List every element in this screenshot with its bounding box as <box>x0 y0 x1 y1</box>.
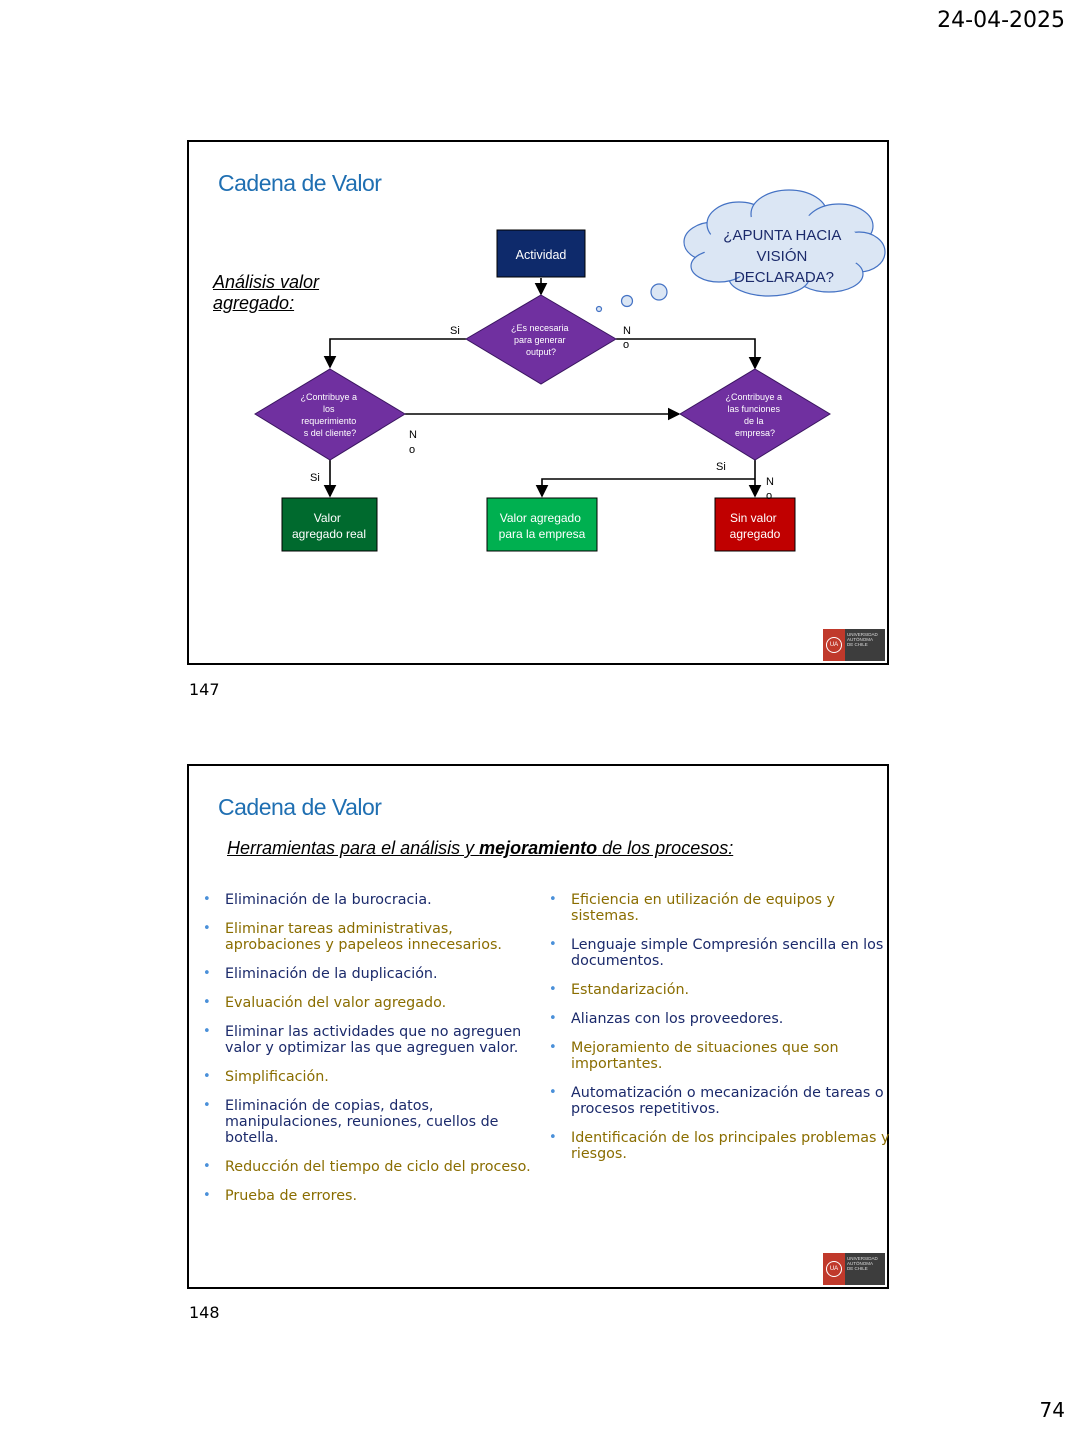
list-item: Eliminación de la duplicación. <box>201 966 541 982</box>
university-logo: UA UNIVERSIDAD AUTÓNOMA DE CHILE <box>823 1253 885 1285</box>
cloud-label: ¿APUNTA HACIA VISIÓN DECLARADA? <box>723 227 844 286</box>
list-item: Automatización o mecanización de tareas … <box>547 1085 892 1117</box>
tools-list-left: Eliminación de la burocracia. Eliminar t… <box>201 892 541 1217</box>
list-item: Eficiencia en utilización de equipos y s… <box>547 892 892 924</box>
decision-output <box>465 294 617 385</box>
document-date: 24-04-2025 <box>937 8 1065 33</box>
logo-line-1: UNIVERSIDAD <box>847 1256 878 1261</box>
shield-icon: UA <box>823 629 845 661</box>
label-no-empresa: N <box>766 476 774 488</box>
decision-empresa-label: ¿Contribuye a las funciones de la empres… <box>725 392 784 438</box>
slide-147: Cadena de Valor Análisis valor agregado:… <box>187 140 889 665</box>
university-logo: UA UNIVERSIDAD AUTÓNOMA DE CHILE <box>823 629 885 661</box>
label-si-output: Si <box>450 325 460 337</box>
label-no-output-2: o <box>623 339 629 351</box>
label-si-cliente: Si <box>310 472 320 484</box>
logo-line-3: DE CHILE <box>847 1266 868 1271</box>
logo-line-2: AUTÓNOMA <box>847 637 874 642</box>
thought-bubbles <box>595 283 668 313</box>
list-item: Lenguaje simple Compresión sencilla en l… <box>547 937 892 969</box>
list-item: Eliminar las actividades que no agreguen… <box>201 1024 541 1056</box>
list-item: Simplificación. <box>201 1069 541 1085</box>
list-item: Eliminar tareas administrativas, aprobac… <box>201 921 541 953</box>
result-valor-empresa <box>486 497 598 552</box>
node-actividad-label: Actividad <box>516 248 567 262</box>
list-item: Identificación de los principales proble… <box>547 1130 892 1162</box>
result-valor-real <box>281 497 378 552</box>
list-item: Mejoramiento de situaciones que son impo… <box>547 1040 892 1072</box>
list-item: Eliminación de copias, datos, manipulaci… <box>201 1098 541 1146</box>
flow-connectors <box>323 278 762 498</box>
cloud-fill <box>704 214 864 282</box>
value-added-flowchart: Actividad ¿Es necesaria para generar out… <box>254 189 886 552</box>
list-item: Estandarización. <box>547 982 892 998</box>
result-valor-empresa-label: Valor agregado para la empresa <box>499 511 586 541</box>
logo-line-2: AUTÓNOMA <box>847 1261 874 1266</box>
decision-output-label: ¿Es necesaria para generar output? <box>511 323 571 357</box>
result-valor-real-label: Valor agregado real <box>292 511 366 541</box>
decision-empresa <box>679 368 831 461</box>
label-no-cliente: N <box>409 429 417 441</box>
decision-cliente <box>254 368 406 461</box>
result-sin-valor-label: Sin valor agregado <box>730 511 781 541</box>
list-item: Eliminación de la burocracia. <box>201 892 541 908</box>
logo-line-3: DE CHILE <box>847 642 868 647</box>
label-si-empresa: Si <box>716 461 726 473</box>
slide-number-147: 147 <box>189 680 220 699</box>
tools-list-right: Eficiencia en utilización de equipos y s… <box>547 892 892 1175</box>
heading-part-1: Herramientas para el análisis y <box>227 838 480 858</box>
node-actividad <box>496 229 586 278</box>
heading-part-2: de los procesos: <box>597 838 734 858</box>
slide-subtitle: Análisis valor agregado: <box>213 272 320 313</box>
logo-line-1: UNIVERSIDAD <box>847 632 878 637</box>
shield-icon: UA <box>823 1253 845 1285</box>
heading-bold: mejoramiento <box>479 838 598 858</box>
decision-cliente-label: ¿Contribuye a los requerimiento s del cl… <box>300 392 359 438</box>
label-no-empresa-2: o <box>766 490 772 502</box>
slide-heading: Herramientas para el análisis y mejorami… <box>227 838 733 859</box>
page-number: 74 <box>1039 1398 1065 1422</box>
list-item: Reducción del tiempo de ciclo del proces… <box>201 1159 541 1175</box>
slide-title: Cadena de Valor <box>218 170 382 196</box>
slide-title: Cadena de Valor <box>218 794 382 820</box>
list-item: Alianzas con los proveedores. <box>547 1011 892 1027</box>
list-item: Evaluación del valor agregado. <box>201 995 541 1011</box>
slide-number-148: 148 <box>189 1303 220 1322</box>
label-no-output: N <box>623 325 631 337</box>
result-sin-valor <box>714 497 796 552</box>
slide-148: Cadena de Valor Herramientas para el aná… <box>187 764 889 1289</box>
label-no-cliente-2: o <box>409 444 415 456</box>
list-item: Prueba de errores. <box>201 1188 541 1204</box>
